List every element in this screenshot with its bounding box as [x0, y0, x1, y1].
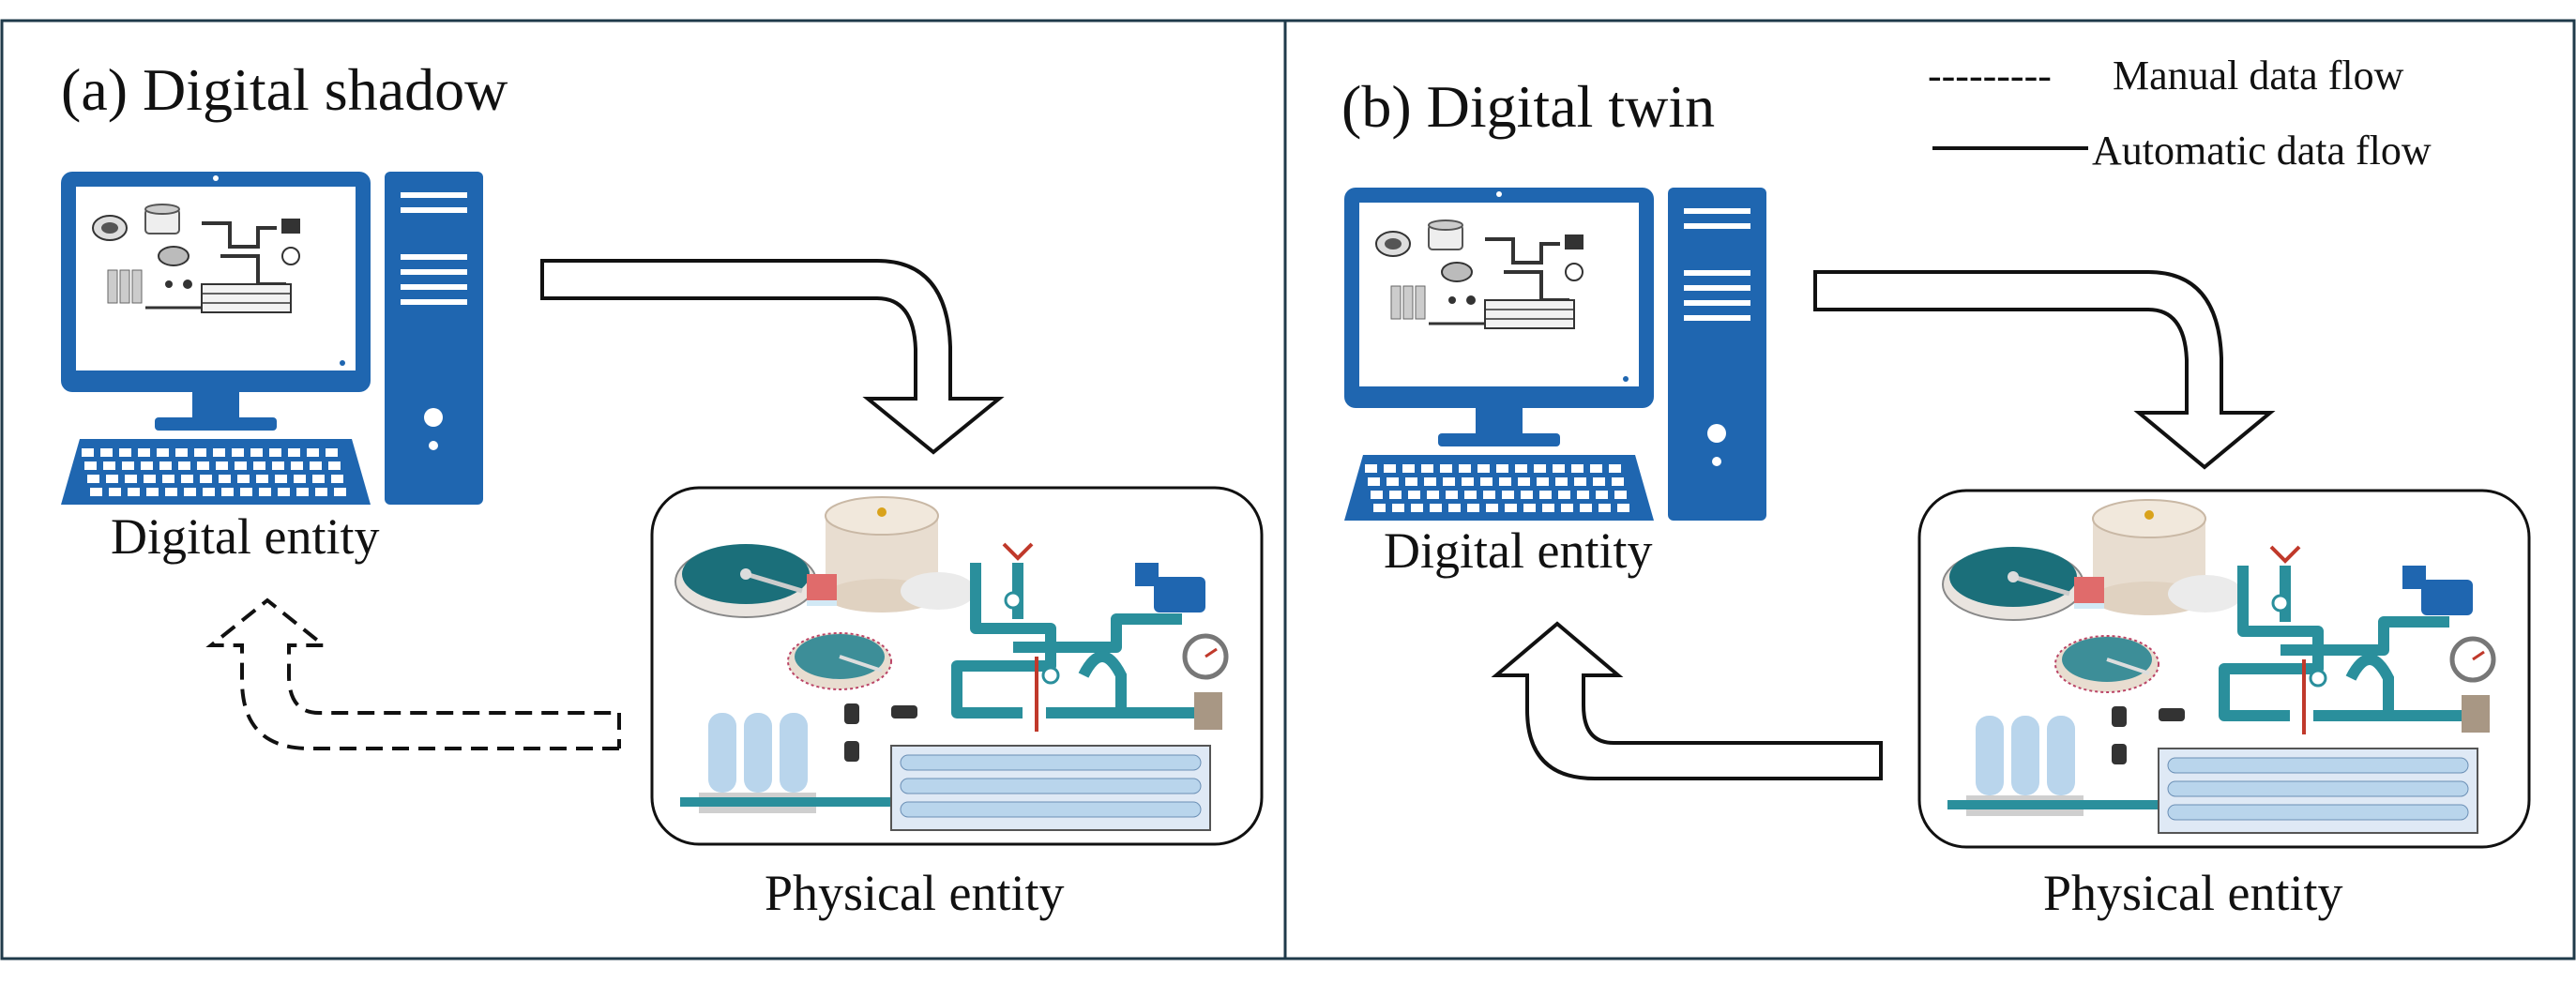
- water-treatment-plant-icon: [652, 488, 1262, 844]
- panel-b-digital-label: Digital entity: [1384, 522, 1652, 579]
- computer-icon: [1344, 188, 1766, 521]
- arrow-icon: [540, 259, 1005, 455]
- panel-a-digital-label: Digital entity: [111, 508, 379, 565]
- legend-manual-label: Manual data flow: [2113, 53, 2404, 98]
- panel-b-title: (b) Digital twin: [1341, 73, 1715, 140]
- legend-manual-dash: ---------: [1928, 53, 2052, 98]
- panel-b-border: [1283, 19, 2576, 960]
- arrow-icon: [1813, 270, 2276, 470]
- panel-b-physical-label: Physical entity: [2043, 865, 2342, 921]
- panel-a-title: (a) Digital shadow: [61, 56, 508, 123]
- computer-icon: [61, 172, 483, 505]
- legend-automatic-label: Automatic data flow: [2092, 128, 2432, 174]
- manual-return-arrow: [205, 597, 619, 750]
- automatic-return-arrow: [1491, 621, 1883, 780]
- panel-a-physical-label: Physical entity: [765, 865, 1064, 921]
- water-treatment-plant-icon: [1919, 491, 2529, 847]
